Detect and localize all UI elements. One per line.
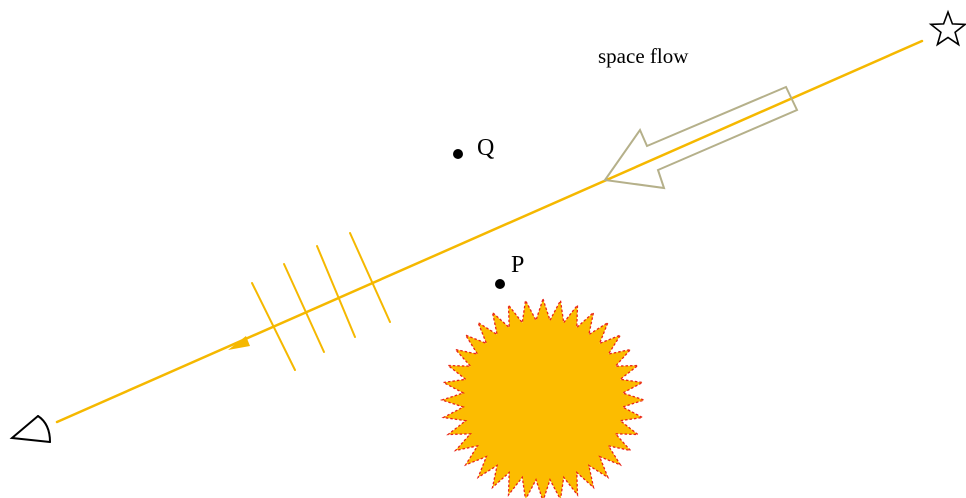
eye-lid-arc — [37, 415, 51, 443]
light-ray-arrowhead — [228, 336, 250, 350]
sun-icon — [439, 296, 647, 498]
wavefront-line — [349, 232, 391, 323]
point-p-dot — [495, 279, 505, 289]
space-flow-label: space flow — [598, 44, 689, 68]
point-q-dot — [453, 149, 463, 159]
wavefront-line — [283, 263, 325, 353]
space-flow-arrow — [603, 85, 799, 190]
sun-shape — [439, 296, 647, 498]
eye-outline — [9, 415, 51, 443]
point-q-label: Q — [477, 135, 494, 161]
point-p-label: P — [511, 252, 524, 278]
wavefronts — [251, 232, 391, 371]
wavefront-line — [251, 282, 296, 371]
star-icon — [928, 9, 966, 47]
eye-icon — [9, 415, 51, 443]
wavefront-line — [316, 245, 356, 338]
light-ray — [55, 39, 924, 424]
star-shape — [928, 9, 966, 47]
